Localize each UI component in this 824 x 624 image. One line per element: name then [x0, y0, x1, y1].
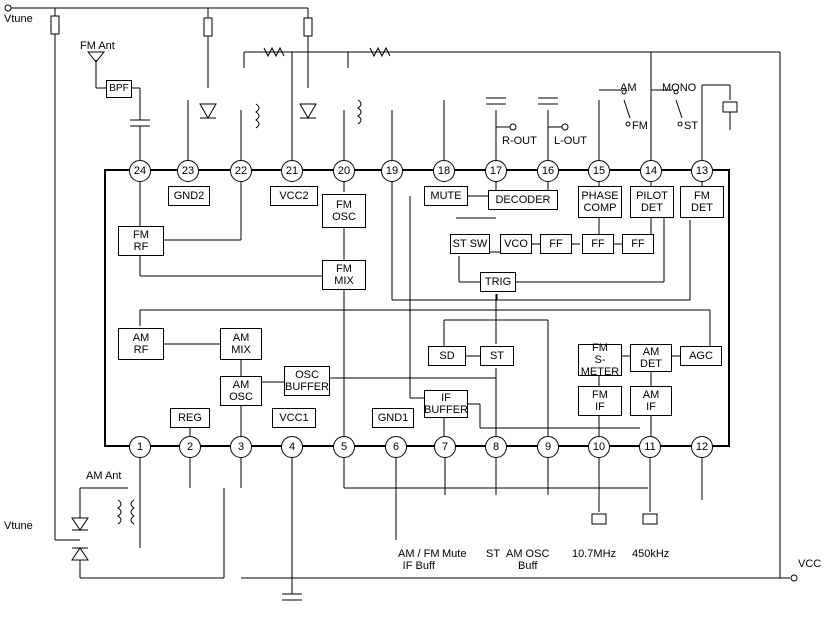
fm-rf-block: FM RF [118, 226, 164, 256]
pin-13: 13 [691, 160, 713, 182]
fm-ant-label: FM Ant [80, 40, 115, 52]
vcc2-block: VCC2 [270, 186, 318, 206]
am-osc-buff-label: AM OSC Buff [506, 548, 550, 572]
vco-block: VCO [500, 234, 532, 254]
ff-block-3: FF [622, 234, 654, 254]
vtune-bottom-label: Vtune [4, 520, 33, 532]
st-switch-label: ST [684, 120, 699, 132]
vcc1-block: VCC1 [272, 408, 316, 428]
gnd2-block: GND2 [168, 186, 210, 206]
am-if-block: AM IF [630, 386, 672, 416]
vtune-terminal [4, 4, 12, 12]
am-ant-label: AM Ant [86, 470, 122, 482]
reg-block: REG [170, 408, 210, 428]
st-output-label: ST [486, 548, 501, 560]
pin-17: 17 [485, 160, 507, 182]
mute-block: MUTE [424, 186, 468, 206]
sd-block: SD [428, 346, 466, 366]
mute-output-label: Mute [442, 548, 467, 560]
fm-det-block: FM DET [680, 186, 724, 218]
pin-15: 15 [588, 160, 610, 182]
pin-6: 6 [385, 436, 407, 458]
am-det-block: AM DET [630, 344, 672, 372]
pin-1: 1 [129, 436, 151, 458]
osc-buffer-block: OSC BUFFER [284, 366, 330, 396]
pin-12: 12 [691, 436, 713, 458]
am-rf-block: AM RF [118, 328, 164, 360]
vtune-label: Vtune [4, 13, 33, 25]
st-block: ST [480, 346, 514, 366]
r-out-label: R-OUT [502, 135, 537, 147]
bpf-block: BPF [106, 80, 132, 98]
decoder-block: DECODER [488, 190, 558, 210]
if-buffer-block: IF BUFFER [424, 390, 468, 418]
pin-7: 7 [434, 436, 456, 458]
gnd1-block: GND1 [372, 408, 414, 428]
am-mix-block: AM MIX [220, 328, 262, 360]
vtune-resistor [50, 15, 60, 35]
pilot-det-block: PILOT DET [630, 186, 674, 218]
fm-switch-label: FM [632, 120, 648, 132]
ff-block-1: FF [540, 234, 572, 254]
pin-16: 16 [537, 160, 559, 182]
pin-11: 11 [639, 436, 661, 458]
pin-8: 8 [485, 436, 507, 458]
pin-19: 19 [381, 160, 403, 182]
pin-4: 4 [281, 436, 303, 458]
agc-block: AGC [680, 346, 722, 366]
pin-20: 20 [333, 160, 355, 182]
ff-block-2: FF [582, 234, 614, 254]
pin-10: 10 [588, 436, 610, 458]
pin-9: 9 [537, 436, 559, 458]
am-osc-block: AM OSC [220, 376, 262, 406]
fm-smeter-block: FM S-METER [578, 342, 622, 378]
freq-10-7mhz-label: 10.7MHz [572, 548, 617, 560]
fm-antenna-symbol [86, 51, 106, 63]
fm-osc-block: FM OSC [322, 194, 366, 228]
mono-switch-label: MONO [662, 82, 697, 94]
phase-comp-block: PHASE COMP [578, 186, 622, 218]
pin-5: 5 [333, 436, 355, 458]
trig-block: TRIG [480, 272, 516, 292]
am-switch-label: AM [620, 82, 637, 94]
pin-24: 24 [129, 160, 151, 182]
fm-if-block: FM IF [578, 386, 622, 416]
pin-2: 2 [179, 436, 201, 458]
pin-23: 23 [177, 160, 199, 182]
fm-mix-block: FM MIX [322, 260, 366, 290]
l-out-label: L-OUT [554, 135, 587, 147]
pin-22: 22 [230, 160, 252, 182]
pin-3: 3 [230, 436, 252, 458]
pin-18: 18 [433, 160, 455, 182]
st-sw-block: ST SW [450, 234, 490, 254]
am-fm-if-buff-label: AM / FM IF Buff [398, 548, 440, 572]
vcc-label: VCC [798, 558, 822, 570]
ic-package [104, 169, 730, 447]
pin-14: 14 [640, 160, 662, 182]
pin-21: 21 [281, 160, 303, 182]
freq-450khz-label: 450kHz [632, 548, 670, 560]
